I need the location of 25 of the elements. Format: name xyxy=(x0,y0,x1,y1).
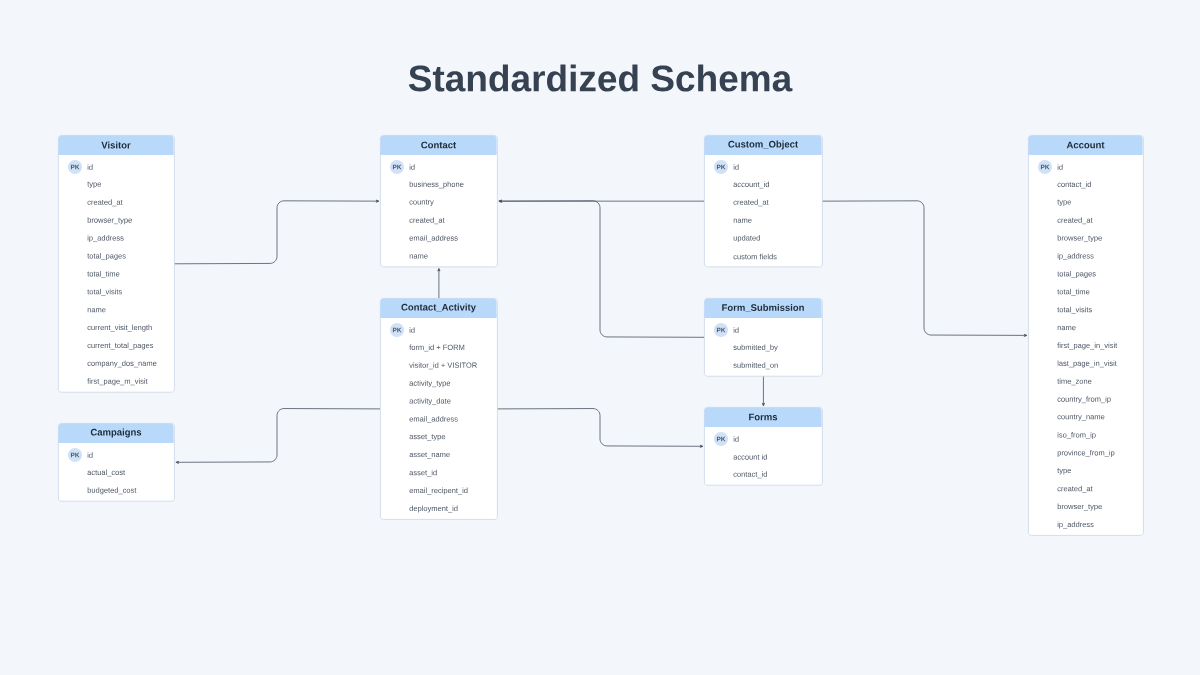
arrow xyxy=(498,199,705,203)
arrow xyxy=(437,268,441,299)
entity-table xyxy=(58,135,175,393)
table-title: Contact_Activity xyxy=(401,303,476,313)
table-title: Account xyxy=(1066,141,1105,149)
arrow xyxy=(822,200,1028,337)
entity-table xyxy=(704,407,823,486)
arrow xyxy=(174,199,380,265)
table-title: Custom_Object xyxy=(728,140,798,150)
table-title: Contact xyxy=(421,141,457,149)
arrow xyxy=(498,199,705,338)
arrow xyxy=(175,408,381,464)
arrow xyxy=(497,408,704,448)
entity-table xyxy=(58,423,175,502)
table-title: Visitor xyxy=(101,141,131,149)
title: Standardized Schema xyxy=(408,64,793,92)
table-title: Form_Submission xyxy=(722,304,804,313)
entity-table xyxy=(380,298,498,520)
entity-table xyxy=(1028,135,1144,536)
entity-table xyxy=(704,298,823,377)
table-title: Campaigns xyxy=(90,428,142,438)
table-title: Forms xyxy=(749,413,778,421)
arrow xyxy=(761,376,765,407)
entity-table xyxy=(704,135,823,268)
entity-table xyxy=(380,135,498,268)
